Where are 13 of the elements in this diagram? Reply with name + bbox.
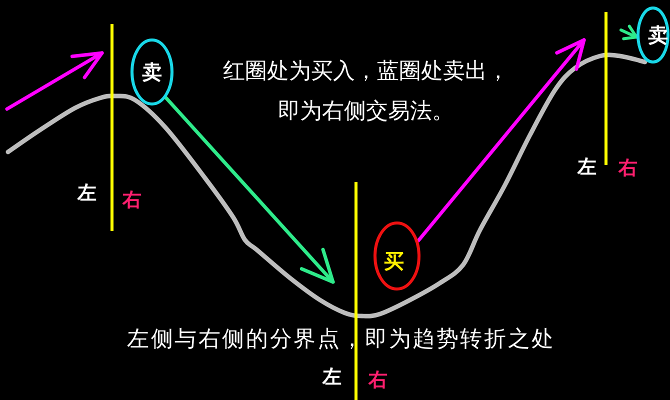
arrow [164,96,335,284]
side-label: 左 [576,155,598,179]
note-text: 红圈处为买入，蓝圈处卖出，即为右侧交易法。 [222,58,510,126]
oval-label: 买 [373,221,421,291]
side-label: 右 [367,368,388,392]
side-label: 右 [617,156,638,180]
caption-text: 左侧与右侧的分界点，即为趋势转折之处 [127,326,556,354]
side-label: 左 [76,181,98,205]
arrow [620,24,638,40]
oval-label: 卖 [130,38,174,106]
side-label: 右 [121,188,142,212]
side-label: 左 [321,365,342,389]
arrow [416,38,586,242]
